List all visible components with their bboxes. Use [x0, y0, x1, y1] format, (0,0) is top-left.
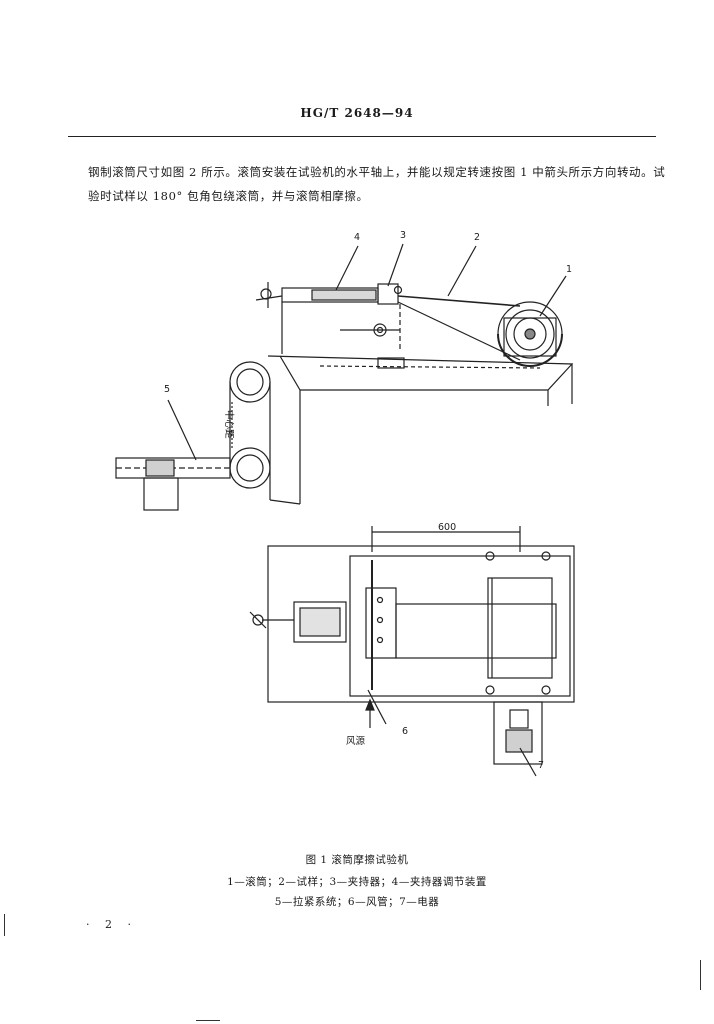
callout-2: 2: [474, 232, 480, 243]
callout-6: 6: [402, 726, 408, 737]
counterweight: [143, 477, 179, 511]
center-distance-label: 中心距: [223, 410, 235, 439]
figure-caption: 图 1 滚筒摩擦试验机: [305, 854, 409, 866]
scan-edge-mark-right: [700, 960, 701, 990]
motor: [493, 701, 543, 765]
clamp-holder: [377, 283, 399, 305]
base-frame: [267, 545, 575, 703]
figure-legend-line-1: 1—滚筒；2—试样；3—夹持器；4—夹持器调节装置: [227, 876, 487, 888]
tension-pulley-upper: [229, 361, 271, 403]
page-number: · 2 ·: [86, 918, 137, 931]
clamp-block: [311, 289, 377, 301]
callout-7: 7: [538, 760, 544, 771]
dimension-label: 600: [438, 522, 456, 533]
callout-4: 4: [354, 232, 360, 243]
header-rule: [68, 136, 656, 137]
scan-edge-mark-bottom: [196, 1020, 220, 1021]
clamp-pin-icon: [393, 285, 403, 295]
standard-code-header: HG/T 2648—94: [300, 106, 414, 120]
top-view: [249, 526, 575, 777]
handwheel-top-icon: [252, 614, 264, 626]
figure-legend-line-2: 5—拉紧系统；6—风管；7—电器: [274, 896, 440, 908]
sample-belt-top: [395, 603, 557, 659]
side-view: [115, 243, 574, 511]
scan-edge-mark-left: [4, 914, 5, 936]
callout-3: 3: [400, 230, 406, 241]
tension-pulley-lower: [229, 447, 271, 489]
clamp-top: [293, 601, 347, 643]
callout-1: 1: [566, 264, 572, 275]
drum-top: [487, 577, 553, 679]
air-source-label: 风源: [346, 736, 366, 747]
holder-top: [365, 587, 397, 659]
body-paragraph: 钢制滚筒尺寸如图 2 所示。滚筒安装在试验机的水平轴上，并能以规定转速按图 1 …: [88, 165, 666, 203]
callout-5: 5: [164, 384, 170, 395]
